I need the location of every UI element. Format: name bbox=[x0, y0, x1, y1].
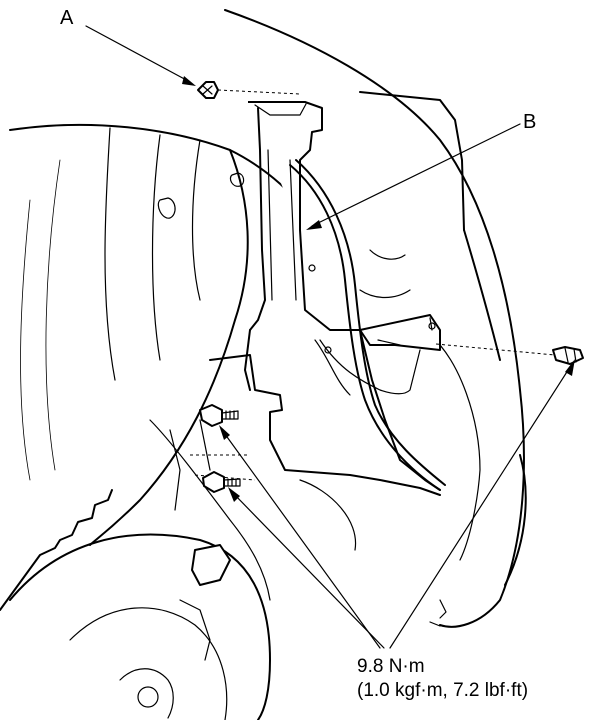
bolt-right bbox=[435, 343, 584, 365]
fender-outline bbox=[224, 9, 527, 628]
torque-spec-metric: 9.8 N·m bbox=[357, 656, 425, 677]
pinch-weld-edge bbox=[0, 489, 113, 611]
bumper-bracket bbox=[359, 314, 441, 351]
torque-spec: 9.8 N·m (1.0 kgf·m, 7.2 lbf·ft) bbox=[357, 655, 528, 703]
leader-line-a bbox=[85, 25, 196, 86]
wheel-tire bbox=[9, 533, 271, 720]
callout-label-b: B bbox=[523, 111, 537, 133]
callout-label-a: A bbox=[60, 7, 74, 29]
bolt-left-upper bbox=[199, 404, 239, 427]
torque-leader-lines bbox=[219, 359, 575, 649]
splash-shield bbox=[149, 354, 441, 601]
wheel-arch-liner bbox=[9, 123, 301, 546]
clip-fastener-a bbox=[197, 81, 301, 99]
washer-reservoir bbox=[244, 101, 441, 491]
washer-hose bbox=[289, 159, 446, 491]
torque-spec-imperial: (1.0 kgf·m, 7.2 lbf·ft) bbox=[357, 680, 529, 701]
bolt-left-lower bbox=[202, 471, 241, 493]
leader-line-b bbox=[306, 123, 521, 230]
